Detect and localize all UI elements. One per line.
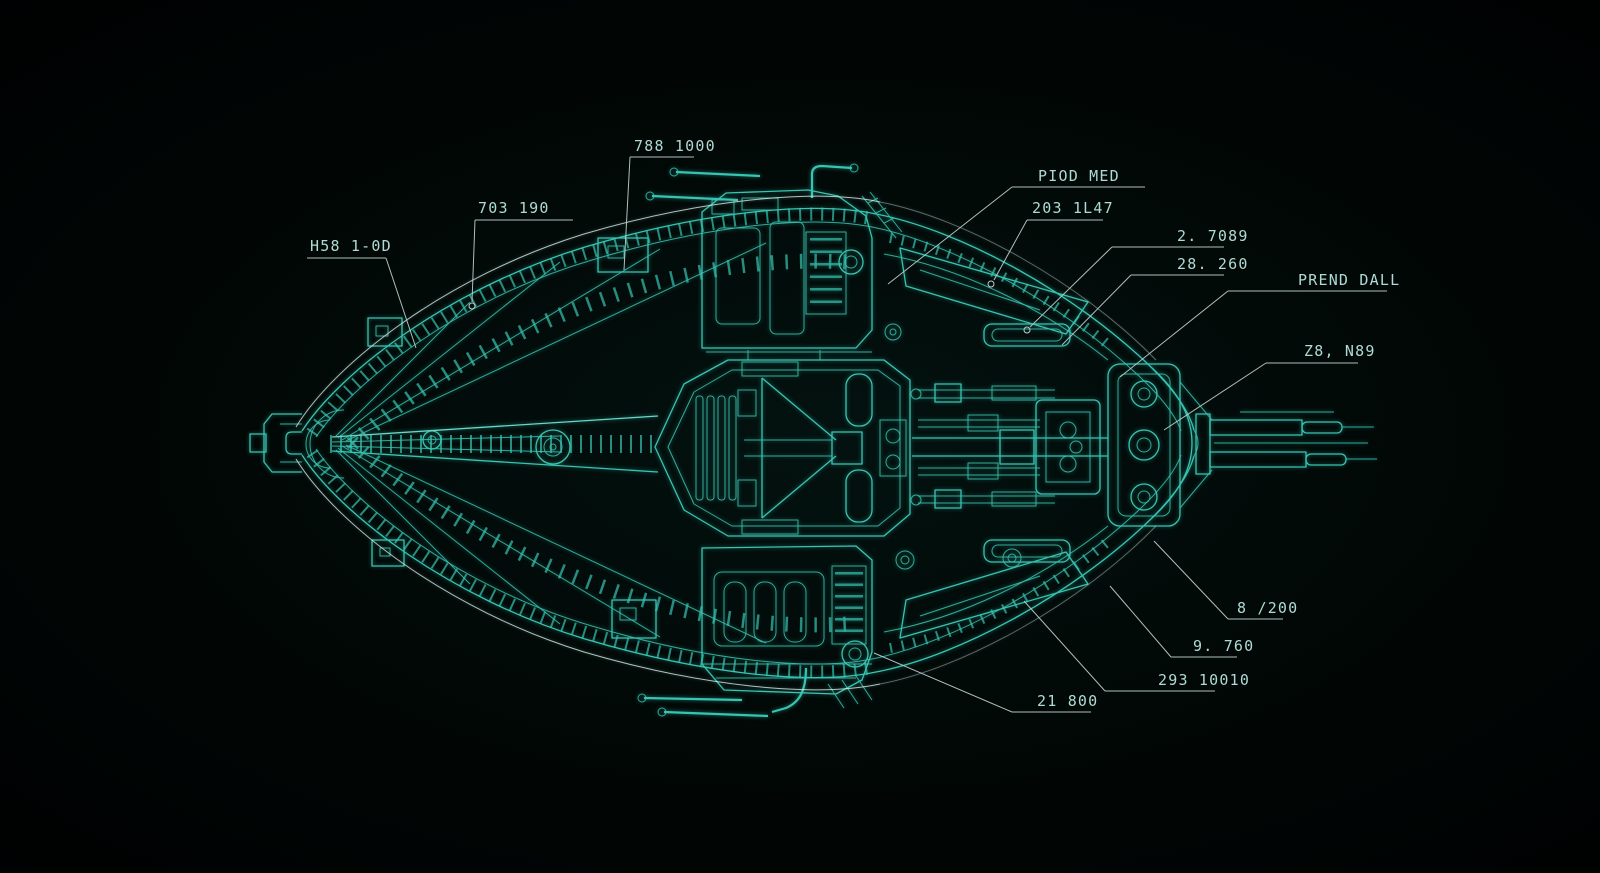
leader-line xyxy=(1153,540,1229,620)
callout-203-1l47: 203 1L47 xyxy=(987,199,1114,288)
leader-line xyxy=(1061,274,1132,346)
bottom-module xyxy=(637,545,873,718)
gun-barrels xyxy=(1209,411,1377,468)
ribbed-frames xyxy=(306,207,1116,679)
leader-line xyxy=(471,219,476,303)
leader-line xyxy=(1119,290,1229,378)
leader-line xyxy=(993,219,1028,281)
ship-blueprint xyxy=(249,163,1377,718)
highlight-lines xyxy=(295,195,1157,691)
callout-2-7089: 2. 7089 xyxy=(1023,227,1249,334)
leader-line xyxy=(1163,362,1267,431)
callout-z8-n89: Z8, N89 xyxy=(1163,342,1376,431)
leader-line xyxy=(1109,585,1172,658)
core-module xyxy=(654,359,911,537)
leader-line xyxy=(873,652,1013,713)
callout-label: 28. 260 xyxy=(1177,255,1249,273)
callout-label: 703 190 xyxy=(478,199,550,217)
callout-703-190: 703 190 xyxy=(468,199,573,310)
frame-fan xyxy=(335,242,767,644)
callout-293-10010: 293 10010 xyxy=(1023,600,1250,692)
hull-hatches xyxy=(367,237,657,639)
hull-outline xyxy=(301,207,1199,679)
callout-label: 788 1000 xyxy=(634,137,716,155)
callout-28-260: 28. 260 xyxy=(1061,255,1249,346)
midship-machinery xyxy=(884,323,1108,570)
callout-label: 9. 760 xyxy=(1193,637,1254,655)
callout-8-200: 8 /200 xyxy=(1153,540,1298,620)
leader-line xyxy=(385,257,417,349)
leader-dot xyxy=(987,280,995,288)
leader-line xyxy=(1023,600,1106,692)
callout-label: 203 1L47 xyxy=(1032,199,1114,217)
hull-panels xyxy=(883,247,1109,639)
callout-9-760: 9. 760 xyxy=(1109,585,1254,658)
stern-section xyxy=(1107,363,1213,527)
callout-label: Z8, N89 xyxy=(1304,342,1376,360)
top-module xyxy=(645,163,903,360)
callout-label: H58 1-0D xyxy=(310,237,392,255)
leader-line xyxy=(1029,246,1113,328)
callout-label: PREND DALL xyxy=(1298,271,1400,289)
leader-line xyxy=(623,156,631,271)
bow-section xyxy=(249,409,345,479)
callout-21-800: 21 800 xyxy=(873,652,1098,713)
callout-label: 2. 7089 xyxy=(1177,227,1249,245)
callout-h58-1-0d: H58 1-0D xyxy=(307,237,417,349)
leader-dot xyxy=(468,302,476,310)
callout-label: 293 10010 xyxy=(1158,671,1250,689)
keel-spine xyxy=(331,415,659,473)
callout-label: 21 800 xyxy=(1037,692,1098,710)
callout-label: PIOD MED xyxy=(1038,167,1120,185)
callout-label: 8 /200 xyxy=(1237,599,1298,617)
leader-line xyxy=(887,186,1013,285)
callout-788-1000: 788 1000 xyxy=(623,137,716,271)
leader-dot xyxy=(1023,326,1031,334)
callout-prend-dall: PREND DALL xyxy=(1119,271,1400,378)
callout-piod-med: PIOD MED xyxy=(887,167,1145,285)
